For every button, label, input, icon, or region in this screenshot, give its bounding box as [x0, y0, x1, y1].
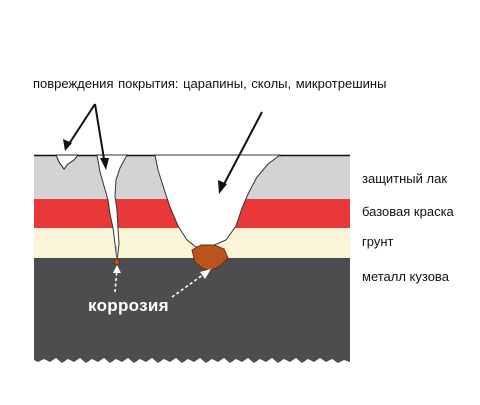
pointer-arrows	[66, 103, 263, 189]
corrosion-arrowhead-rust	[200, 269, 211, 279]
corrosion-label: коррозия	[88, 296, 169, 315]
corrosion-arrowhead-crack	[113, 265, 121, 273]
layer-stack	[34, 156, 350, 363]
arrow-to-crater	[221, 111, 263, 189]
corrosion-arrowheads	[113, 265, 211, 279]
lacquer-layer-label: защитный лак	[362, 171, 448, 186]
arrowhead-crater	[218, 180, 227, 194]
chip-crater	[154, 154, 282, 248]
surface-chip	[55, 154, 80, 170]
arrow-to-scratch	[94, 103, 106, 166]
scratch-crack	[96, 154, 128, 262]
arrowhead-chip	[63, 139, 72, 151]
metal-layer	[34, 258, 350, 363]
arrow-heads	[63, 139, 227, 194]
damage-types-caption: повреждения покрытия: царапины, сколы, м…	[33, 76, 387, 91]
corrosion-arrow-to-rust	[171, 271, 208, 298]
arrow-to-chip	[66, 103, 96, 148]
metal-layer-label: металл кузова	[362, 269, 449, 284]
rust-spot	[191, 244, 229, 272]
arrowhead-scratch	[100, 158, 109, 170]
primer-layer-label: грунт	[362, 234, 394, 249]
base-coat-layer-label: базовая краска	[362, 204, 454, 219]
crack-rust-dot	[114, 258, 121, 265]
